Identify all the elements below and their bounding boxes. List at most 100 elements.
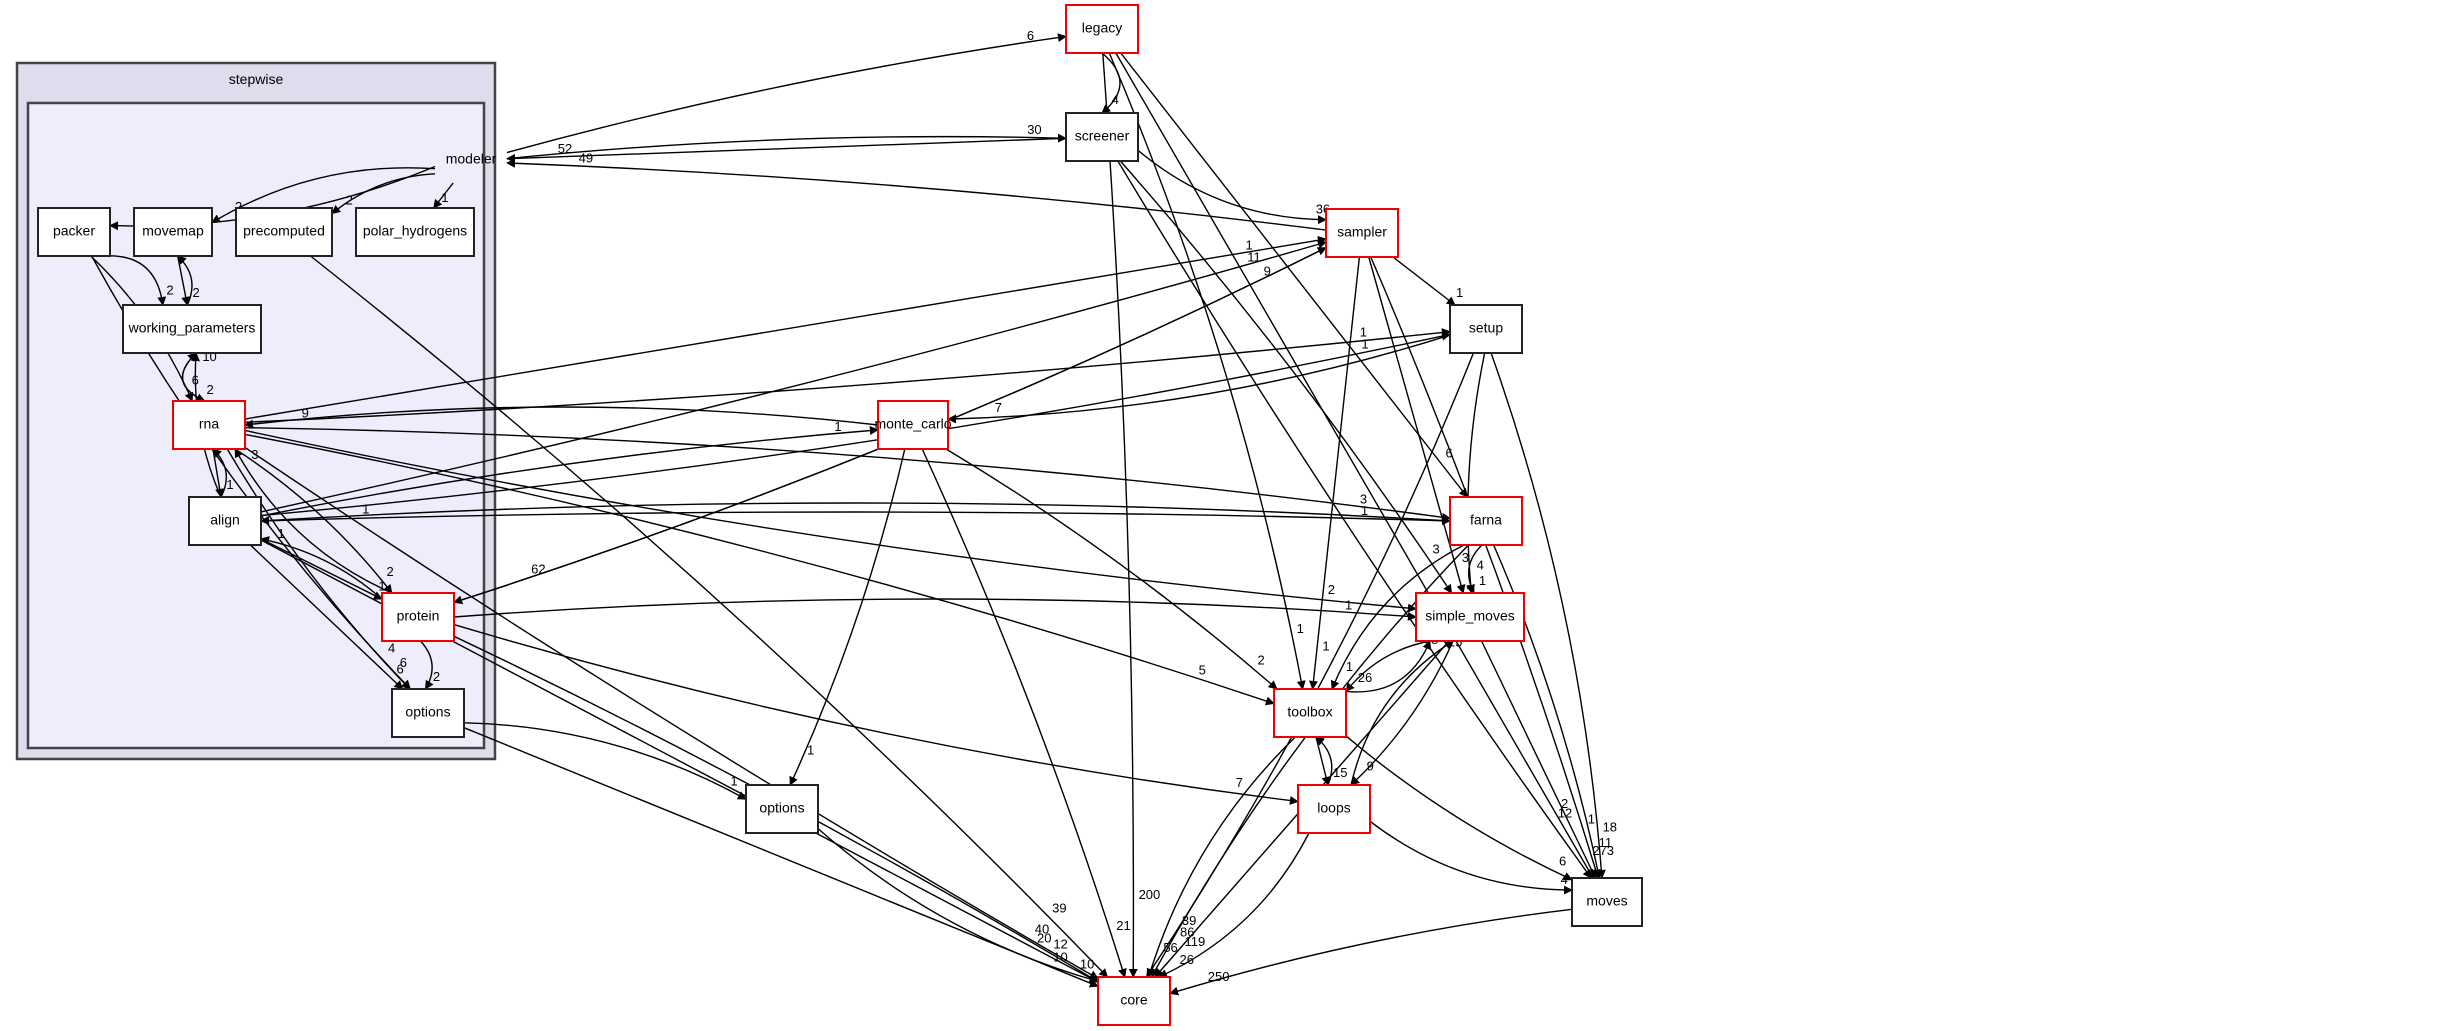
edge-label: 3 — [1360, 491, 1367, 506]
edge-protein-to-rna — [234, 448, 393, 594]
node-toolbox[interactable]: toolbox — [1273, 688, 1347, 738]
edge-loops-to-core — [1158, 832, 1310, 978]
node-label: working_parameters — [128, 320, 256, 336]
edge-label: 18 — [1603, 819, 1617, 834]
edge-label: 1 — [1361, 337, 1368, 352]
edge-protein-to-align — [260, 536, 383, 600]
edge-label: 4 — [1477, 558, 1484, 573]
edge-label: 6 — [400, 655, 407, 670]
edge-label: 1 — [1588, 812, 1595, 827]
node-box — [1273, 688, 1347, 738]
node-box — [37, 207, 111, 257]
edge-label: 5 — [1199, 663, 1206, 678]
edge-sampler-to-setup — [1392, 256, 1456, 306]
edge-monte_carlo-to-core — [921, 448, 1127, 978]
edge-modeler-to-precomputed — [331, 173, 436, 215]
node-label: packer — [53, 223, 95, 239]
edge-label: 39 — [1182, 913, 1196, 928]
node-polar-hydrogens[interactable]: polar_hydrogens — [355, 207, 475, 257]
node-box — [1449, 496, 1523, 546]
node-working-parameters[interactable]: working_parameters — [122, 304, 262, 354]
node-label: farna — [1470, 512, 1502, 528]
edge-label: 11 — [1247, 249, 1261, 264]
node-box — [1065, 112, 1139, 162]
edge-label: 200 — [1139, 887, 1161, 902]
node-farna[interactable]: farna — [1449, 496, 1523, 546]
edge-rna-to-farna — [244, 427, 1451, 522]
node-protein[interactable]: protein — [381, 592, 455, 642]
node-label: screener — [1075, 128, 1130, 144]
edge-label: 15 — [1333, 765, 1347, 780]
edge-align-to-options_inner — [249, 544, 404, 690]
edge-moves-to-core — [1169, 908, 1573, 996]
edge-label: 1 — [1361, 503, 1368, 518]
node-box — [133, 207, 213, 257]
edge-align-to-sampler — [260, 240, 1327, 513]
edge-label: 56 — [1163, 940, 1177, 955]
edge-label: 1 — [441, 190, 448, 205]
edge-label: 6 — [1027, 28, 1034, 43]
edge-modeler-to-polar_hydrogens — [433, 182, 454, 209]
node-movemap[interactable]: movemap — [133, 207, 213, 257]
node-label: setup — [1469, 320, 1503, 336]
edge-legacy-to-moves — [1115, 52, 1594, 879]
edge-legacy-to-core — [1102, 52, 1138, 978]
node-legacy[interactable]: legacy — [1065, 4, 1139, 54]
edge-label: 2 — [193, 285, 200, 300]
node-simple-moves[interactable]: simple_moves — [1415, 592, 1525, 642]
node-monte-carlo[interactable]: monte_carlo — [874, 400, 952, 450]
node-core[interactable]: core — [1097, 976, 1171, 1026]
edge-loops-to-simple_moves — [1350, 640, 1454, 786]
edge-label: 1 — [834, 419, 841, 434]
edge-simple_moves-to-loops — [1350, 640, 1454, 786]
edge-rna-to-protein — [234, 448, 393, 594]
node-modeler[interactable]: modeler — [446, 151, 497, 167]
node-moves[interactable]: moves — [1571, 877, 1643, 927]
edge-toolbox-to-core — [1146, 736, 1296, 978]
node-label: toolbox — [1287, 704, 1332, 720]
edge-setup-to-monte_carlo — [947, 334, 1451, 424]
node-label: protein — [397, 608, 440, 624]
node-align[interactable]: align — [188, 496, 262, 546]
node-box — [1297, 784, 1371, 834]
node-label: precomputed — [243, 223, 325, 239]
edge-label: 2 — [1561, 796, 1568, 811]
node-setup[interactable]: setup — [1449, 304, 1523, 354]
node-screener[interactable]: screener — [1065, 112, 1139, 162]
edge-label: 1 — [1246, 237, 1253, 252]
node-options-outer[interactable]: options — [745, 784, 819, 834]
edge-farna-to-toolbox — [1330, 544, 1465, 690]
cluster-label: stepwise — [229, 71, 284, 87]
node-label: modeler — [446, 151, 497, 167]
edge-label: 1 — [1297, 621, 1304, 636]
node-label: options — [405, 704, 450, 720]
node-packer[interactable]: packer — [37, 207, 111, 257]
node-box — [355, 207, 475, 257]
edge-protein-to-simple_moves — [453, 598, 1417, 621]
node-loops[interactable]: loops — [1297, 784, 1371, 834]
node-options-inner[interactable]: options — [391, 688, 465, 738]
node-label: polar_hydrogens — [363, 223, 467, 239]
edge-align-to-protein — [260, 538, 383, 600]
edge-sampler-to-modeler — [506, 158, 1327, 231]
edge-label: 6 — [1446, 445, 1453, 460]
edge-label: 1 — [1346, 659, 1353, 674]
edge-label: 12 — [1558, 806, 1572, 821]
node-box — [188, 496, 262, 546]
edge-simple_moves-to-toolbox — [1345, 640, 1431, 693]
edge-packer-to-working_parameters — [103, 255, 167, 306]
node-box — [381, 592, 455, 642]
node-sampler[interactable]: sampler — [1325, 208, 1399, 258]
node-box — [1065, 4, 1139, 54]
node-rna[interactable]: rna — [172, 400, 246, 450]
edge-label: 1 — [807, 743, 814, 758]
edge-farna-to-moves — [1492, 544, 1603, 879]
node-box — [1415, 592, 1525, 642]
edge-setup-to-moves — [1490, 352, 1606, 879]
edge-options_outer-to-core — [817, 828, 1099, 984]
edge-rna-to-sampler — [244, 235, 1327, 420]
edge-sampler-to-simple_moves — [1368, 256, 1466, 594]
node-precomputed[interactable]: precomputed — [235, 207, 333, 257]
node-box — [1325, 208, 1399, 258]
edge-label: 1 — [1322, 638, 1329, 653]
